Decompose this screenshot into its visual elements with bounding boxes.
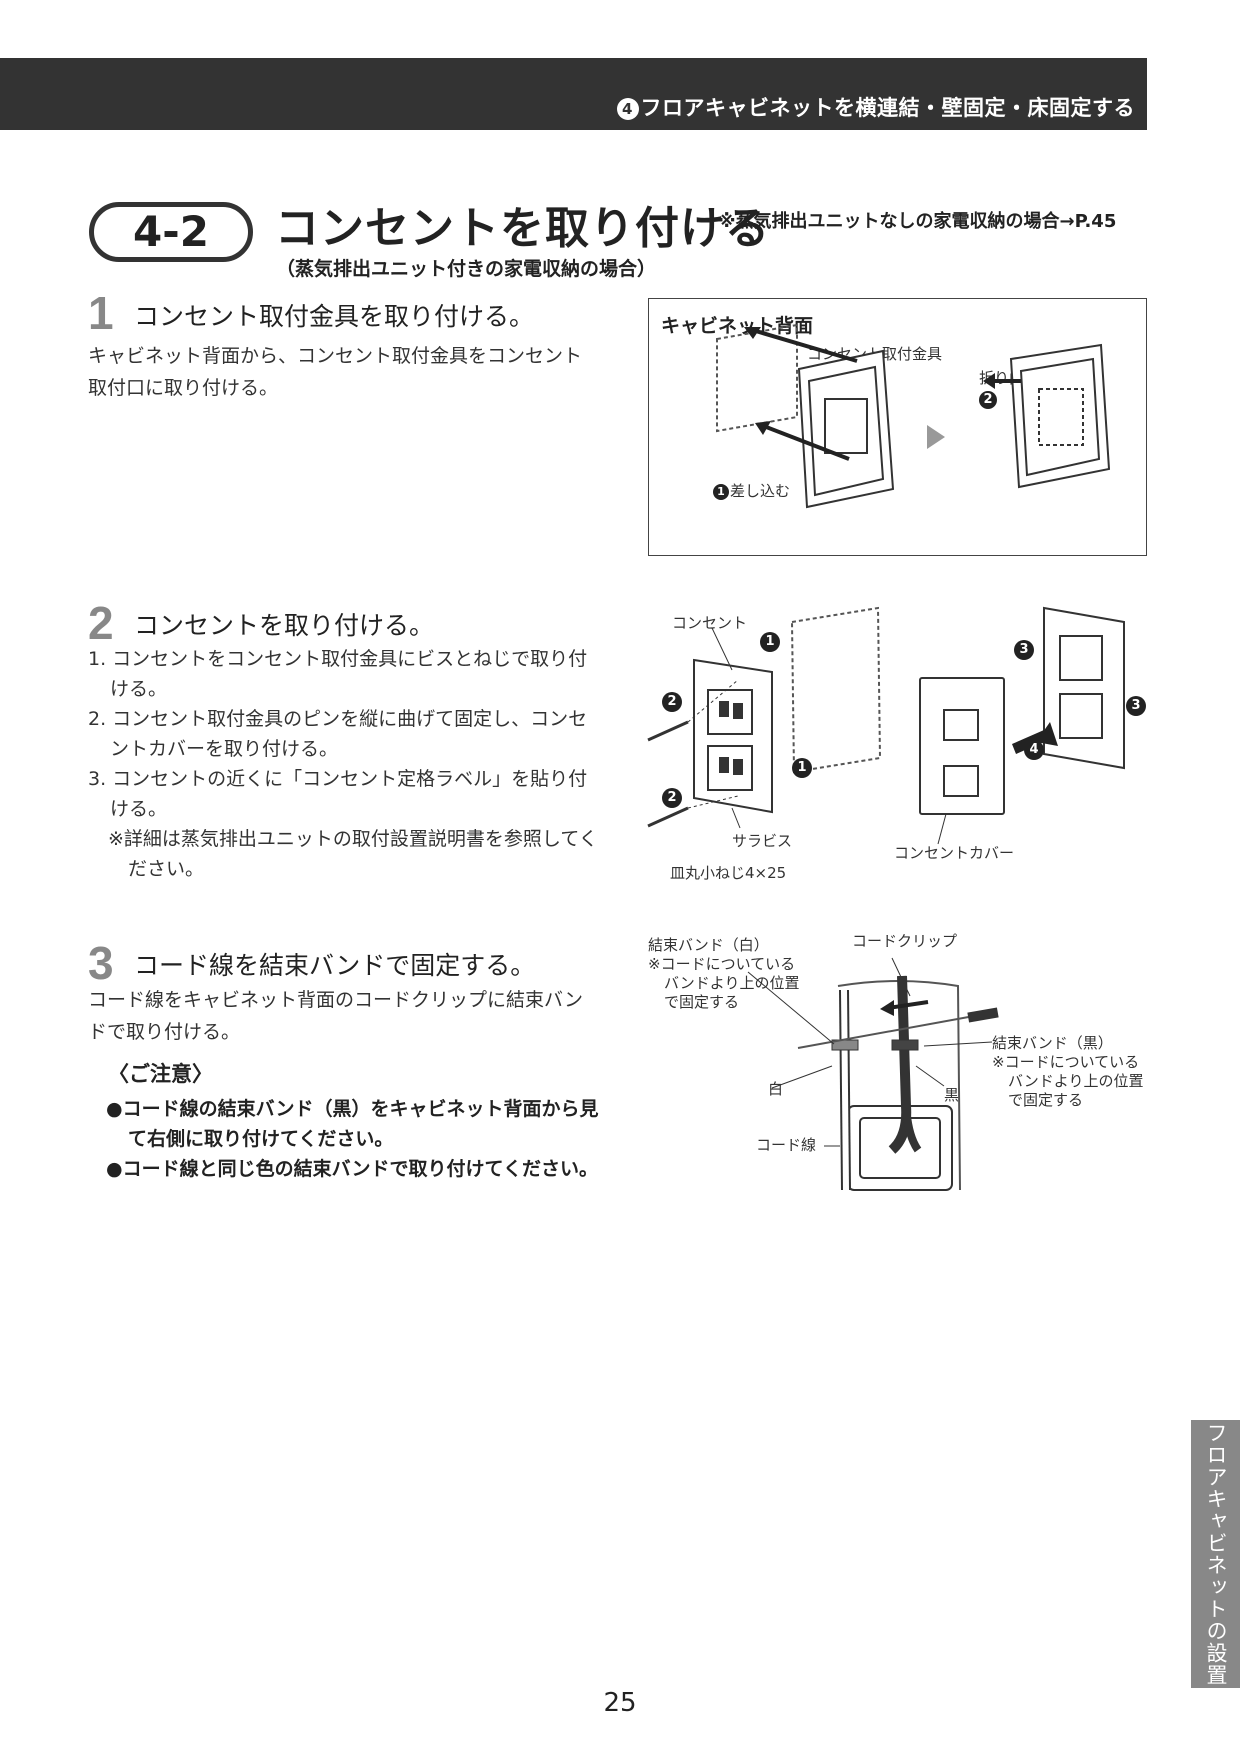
section-title: コンセントを取り付ける	[275, 203, 770, 254]
step1-title: コンセント取付金具を取り付ける。	[134, 302, 535, 331]
label-cord-clip: コードクリップ	[852, 932, 958, 950]
caution-item-1: ●コード線の結束バンド（黒）をキャビネット背面から見て右側に取り付けてください。	[106, 1098, 599, 1150]
diagram-outlet-assembly: コンセント サラビス 皿丸小ねじ4×25 コンセントカバー 1 2 1 2 3 …	[647, 606, 1148, 890]
caution-heading: 〈ご注意〉	[108, 1062, 213, 1086]
step2-note: ※詳細は蒸気排出ユニットの取付設置説明書を参照してください。	[108, 828, 598, 880]
diagram-cord-binding: 結束バンド（白） ※コードについている バンドより上の位置 で固定する コードク…	[648, 932, 1148, 1196]
section-note: ※蒸気排出ユニットなしの家電収納の場合→P.45	[718, 211, 1117, 232]
bracket-right	[1009, 343, 1111, 489]
label-black-band: 結束バンド（黒）	[992, 1034, 1113, 1052]
label-white-note3: で固定する	[664, 993, 740, 1011]
header-badge: 4	[616, 98, 639, 120]
assembled-outlet	[1043, 606, 1125, 770]
step2-title: コンセントを取り付ける。	[134, 611, 435, 640]
caution-list: ●コード線の結束バンド（黒）をキャビネット背面から見て右側に取り付けてください。…	[106, 1094, 606, 1184]
label-black-note2: バンドより上の位置	[1008, 1072, 1144, 1090]
label-white-band-block: 結束バンド（白） ※コードについている バンドより上の位置 で固定する	[648, 936, 799, 1012]
label-cord: コード線	[756, 1136, 817, 1154]
marker-2-bottom: 2	[662, 788, 682, 808]
label-cover: コンセントカバー	[894, 844, 1015, 862]
step2-item-1: 1. コンセントをコンセント取付金具にビスとねじで取り付ける。	[88, 648, 588, 700]
diagram1-box-label: キャビネット背面	[661, 315, 814, 337]
section-number: 4-2	[89, 202, 253, 262]
step2-item-2: 2. コンセント取付金具のピンを縦に曲げて固定し、コンセントカバーを取り付ける。	[88, 708, 588, 760]
label-insert-text: 差し込む	[730, 482, 791, 500]
marker-3-left: 3	[1014, 640, 1034, 660]
step1-body-line1: キャビネット背面から、コンセント取付金具をコンセント	[88, 345, 583, 367]
label-black-band-block: 結束バンド（黒） ※コードについている バンドより上の位置 で固定する	[992, 1034, 1143, 1110]
diagram2-illustration	[647, 606, 1125, 845]
label-black: 黒	[944, 1086, 960, 1104]
header-title-text: フロアキャビネットを横連結・壁固定・床固定する	[640, 96, 1135, 120]
step1-number: 1	[88, 287, 114, 339]
step3-title: コード線を結束バンドで固定する。	[134, 951, 536, 980]
label-sara-screw: サラビス	[732, 832, 793, 850]
step1-body-line2: 取付口に取り付ける。	[88, 377, 279, 399]
outlet	[693, 658, 773, 814]
bend-number: 2	[979, 391, 997, 409]
step3-body: コード線をキャビネット背面のコードクリップに結束バン ドで取り付ける。	[88, 984, 583, 1048]
label-white-note2: バンドより上の位置	[664, 974, 800, 992]
label-pan-screw: 皿丸小ねじ4×25	[670, 864, 787, 882]
step2-number: 2	[88, 597, 114, 649]
caution-item-2: ●コード線と同じ色の結束バンドで取り付けてください。	[106, 1158, 598, 1180]
step1-body: キャビネット背面から、コンセント取付金具をコンセント 取付口に取り付ける。	[88, 340, 582, 404]
page-number: 25	[603, 1688, 637, 1718]
label-black-note3: で固定する	[1008, 1091, 1084, 1109]
step3-body-line2: ドで取り付ける。	[88, 1021, 241, 1043]
insert-number: 1	[713, 484, 729, 500]
diagram3-illustration	[747, 957, 999, 1191]
step2-item-3: 3. コンセントの近くに「コンセント定格ラベル」を貼り付ける。	[88, 768, 588, 820]
marker-4: 4	[1024, 740, 1044, 760]
label-outlet: コンセント	[672, 614, 748, 632]
marker-2-top: 2	[662, 692, 682, 712]
label-white: 白	[768, 1080, 784, 1098]
step3-number: 3	[88, 937, 114, 989]
marker-3-right: 3	[1126, 696, 1146, 716]
bracket-left	[797, 349, 895, 509]
step3-body-line1: コード線をキャビネット背面のコードクリップに結束バン	[88, 989, 583, 1011]
step2-list: 1. コンセントをコンセント取付金具にビスとねじで取り付ける。 2. コンセント…	[88, 644, 598, 884]
label-white-band: 結束バンド（白）	[648, 936, 769, 954]
diagram1-illustration	[716, 323, 1111, 509]
outlet-cover	[919, 677, 1005, 815]
marker-1-top: 1	[760, 632, 780, 652]
label-black-note1: ※コードについている	[992, 1053, 1140, 1071]
label-white-note1: ※コードについている	[648, 955, 796, 973]
side-tab: フロアキャビネットの設置	[1191, 1420, 1240, 1688]
section-subtitle: （蒸気排出ユニット付きの家電収納の場合）	[276, 258, 657, 280]
marker-1-bottom: 1	[792, 758, 812, 778]
